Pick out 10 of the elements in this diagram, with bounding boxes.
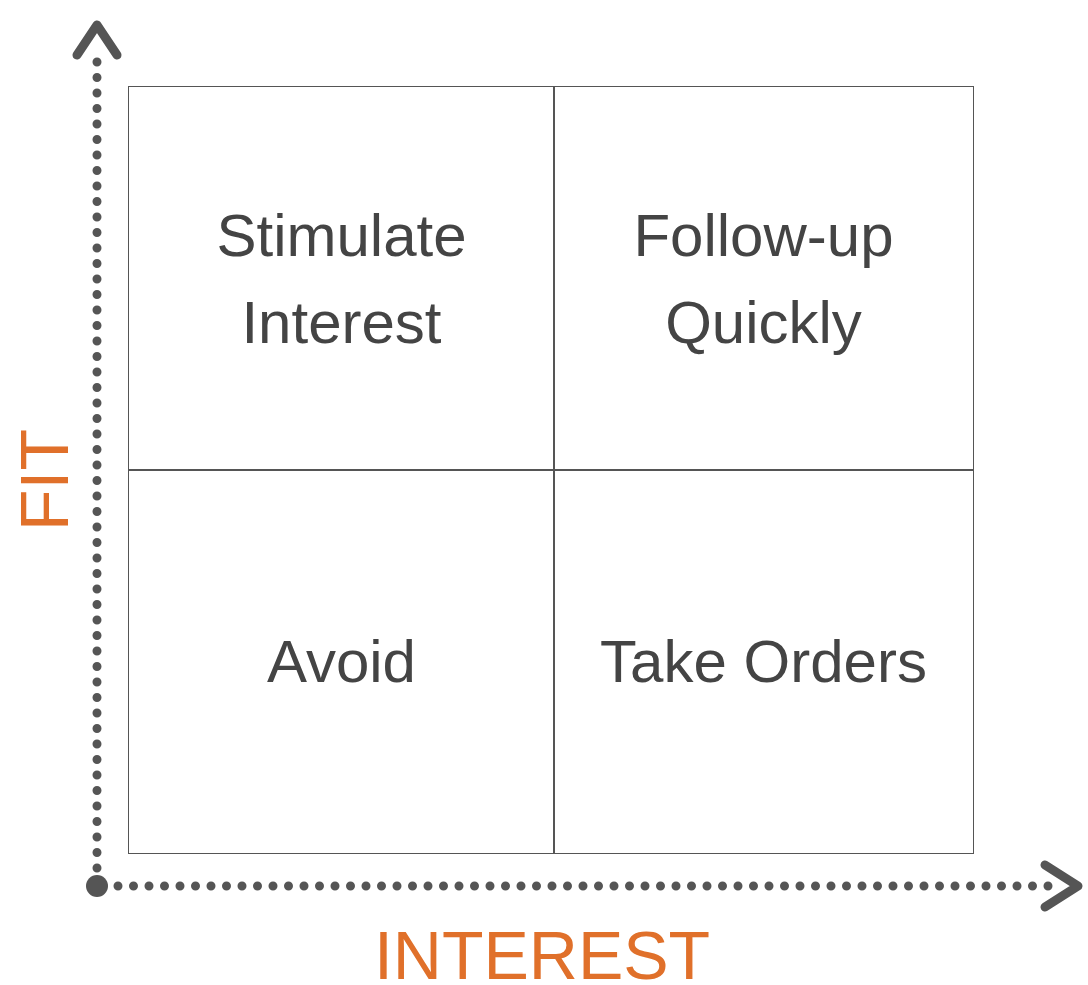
- quadrant-box: [128, 469, 555, 854]
- x-axis-title: INTEREST: [373, 916, 711, 985]
- quadrant-box: [553, 469, 974, 854]
- quadrant-box: [553, 86, 974, 471]
- quadrant-label: Avoid: [267, 627, 416, 697]
- quadrant-label: Follow-up Quickly: [632, 200, 895, 358]
- y-axis-title: FIT: [5, 429, 83, 531]
- quadrant-label: Stimulate Interest: [215, 200, 468, 358]
- quadrant-box: [128, 86, 555, 471]
- quadrant-label: Take Orders: [600, 627, 927, 697]
